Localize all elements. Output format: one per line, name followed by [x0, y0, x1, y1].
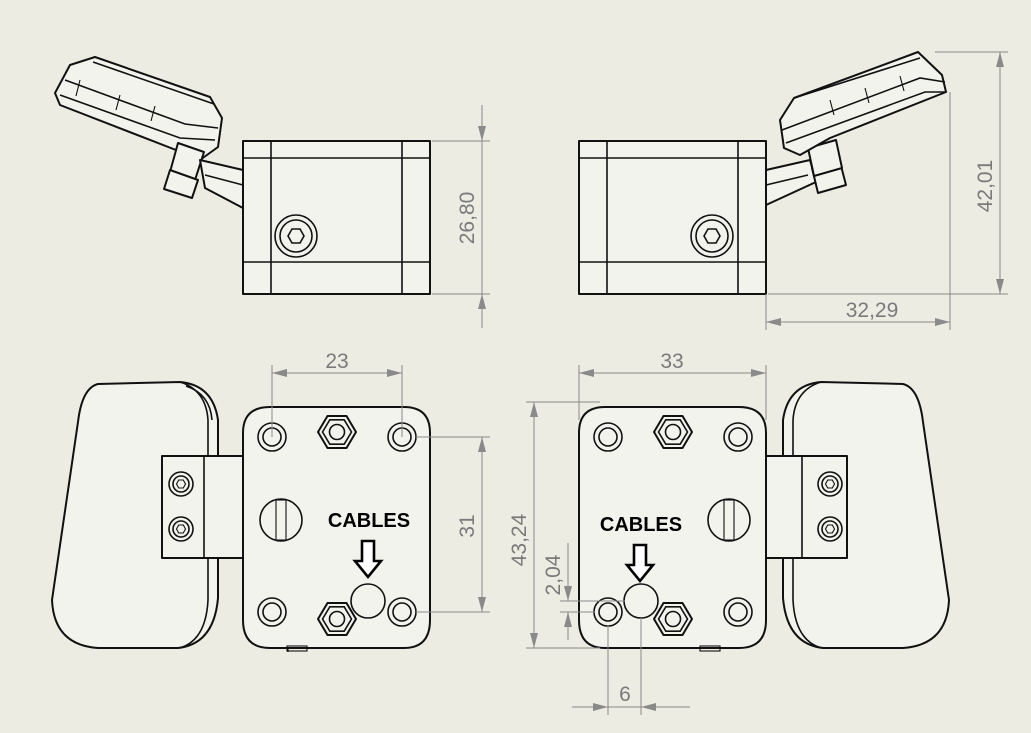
top-left-view: 26,80 — [54, 56, 490, 328]
dimension-6: 6 — [572, 618, 690, 715]
cables-label: CABLES — [600, 514, 682, 536]
dimension-height-top-right: 42,01 — [768, 51, 1008, 295]
dimension-2-04: 2,04 — [542, 543, 625, 640]
dim-hole-spacing-horizontal-label: 23 — [325, 350, 348, 373]
hex-nut-icon — [653, 415, 693, 449]
swivel-pad-front — [51, 381, 219, 649]
mounting-plate — [242, 406, 431, 652]
cable-hole — [350, 583, 386, 619]
dimension-33: 33 — [578, 350, 767, 420]
cables-label: CABLES — [328, 510, 410, 532]
dimension-43-24: 43,24 — [508, 401, 600, 649]
hinge-block — [161, 455, 244, 559]
bottom-left-view: CABLES 23 31 — [51, 350, 490, 652]
dim-height-label: 42,01 — [974, 160, 997, 213]
slotted-screw-icon — [707, 498, 751, 542]
dim-width-label: 32,29 — [846, 299, 899, 322]
bottom-right-view: CABLES 33 43,24 2,04 — [508, 350, 950, 715]
arrow-down-icon — [624, 543, 656, 584]
dimension-23: 23 — [271, 350, 403, 437]
top-right-view: 42,01 32,29 — [578, 51, 1008, 330]
hex-nut-icon — [317, 415, 357, 449]
dim-height-label: 26,80 — [456, 192, 479, 245]
dimension-width-top-right: 32,29 — [765, 92, 951, 330]
dimension-31: 31 — [416, 436, 490, 613]
dim-width-label: 33 — [660, 350, 683, 373]
hex-nut-icon — [653, 602, 693, 636]
swivel-pad-front — [782, 381, 950, 649]
hinge-block — [765, 455, 848, 559]
cables-callout: CABLES — [328, 510, 410, 580]
cables-callout: CABLES — [600, 514, 682, 584]
slotted-screw-icon — [259, 498, 303, 542]
dim-offset-vertical-label: 2,04 — [542, 554, 565, 595]
swivel-pad-side — [54, 56, 244, 209]
arrow-down-icon — [352, 539, 384, 580]
dim-hole-spacing-vertical-label: 31 — [456, 514, 479, 537]
dim-height-label: 43,24 — [508, 513, 531, 566]
mounting-plate — [578, 406, 767, 652]
clamp-block-side — [578, 140, 767, 295]
dim-offset-horizontal-label: 6 — [619, 683, 631, 706]
dimension-height-top-left: 26,80 — [432, 105, 490, 328]
swivel-pad-side — [765, 51, 947, 206]
hex-nut-icon — [317, 602, 357, 636]
clamp-block-side — [242, 140, 431, 295]
